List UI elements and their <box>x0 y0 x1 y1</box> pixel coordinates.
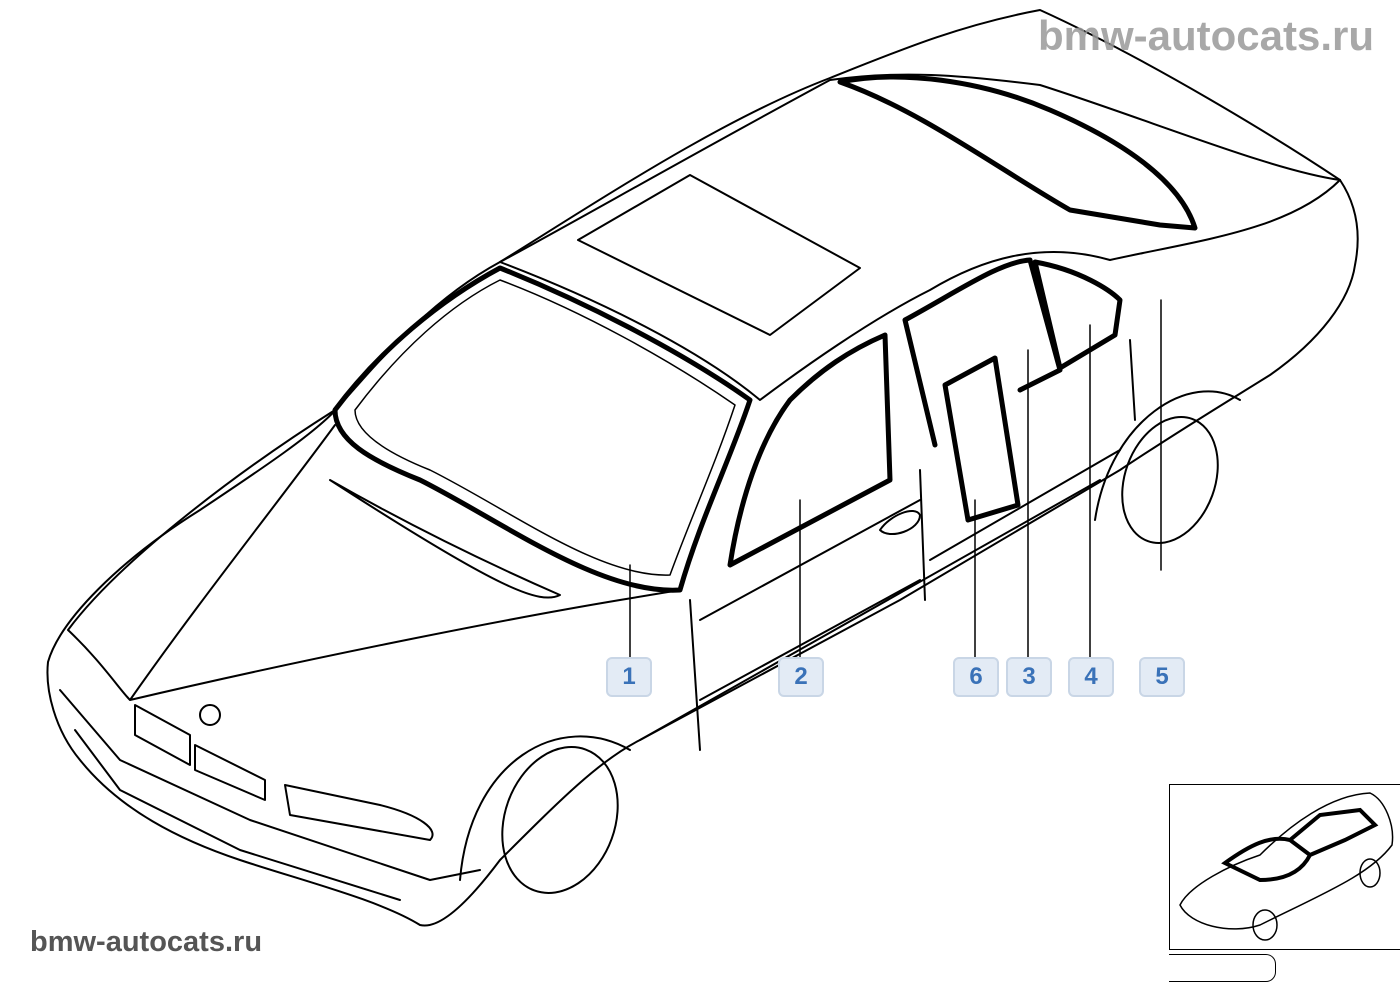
callout-2[interactable]: 2 <box>778 657 824 697</box>
callout-3[interactable]: 3 <box>1006 657 1052 697</box>
rear-door-window-seal <box>902 257 1063 448</box>
grille <box>134 704 266 801</box>
callout-6[interactable]: 6 <box>953 657 999 697</box>
headlight <box>284 784 434 841</box>
rear-wheel <box>1121 416 1219 544</box>
sunroof <box>577 174 861 336</box>
leader-lines <box>629 299 1162 661</box>
roof-line <box>499 73 1341 263</box>
badge <box>199 704 221 726</box>
front-door-window-seal <box>727 332 893 568</box>
thumbnail-tab[interactable] <box>1169 954 1276 982</box>
rear-door-trim <box>942 355 1021 523</box>
door-handle-front <box>879 510 921 535</box>
callout-5[interactable]: 5 <box>1139 657 1185 697</box>
hood <box>67 409 681 701</box>
callout-1[interactable]: 1 <box>606 657 652 697</box>
quarter-window-seal <box>1032 259 1123 371</box>
front-wheel <box>501 746 619 894</box>
thumbnail-preview[interactable] <box>1169 784 1400 950</box>
watermark-bottom: bmw-autocats.ru <box>30 926 263 958</box>
thumbnail-car-icon <box>1179 792 1394 941</box>
roof-edge <box>499 179 1341 401</box>
callout-4[interactable]: 4 <box>1068 657 1114 697</box>
rear-window-seal <box>837 74 1198 231</box>
watermark-top: bmw-autocats.ru <box>1037 12 1374 59</box>
windshield-seal <box>332 265 753 593</box>
